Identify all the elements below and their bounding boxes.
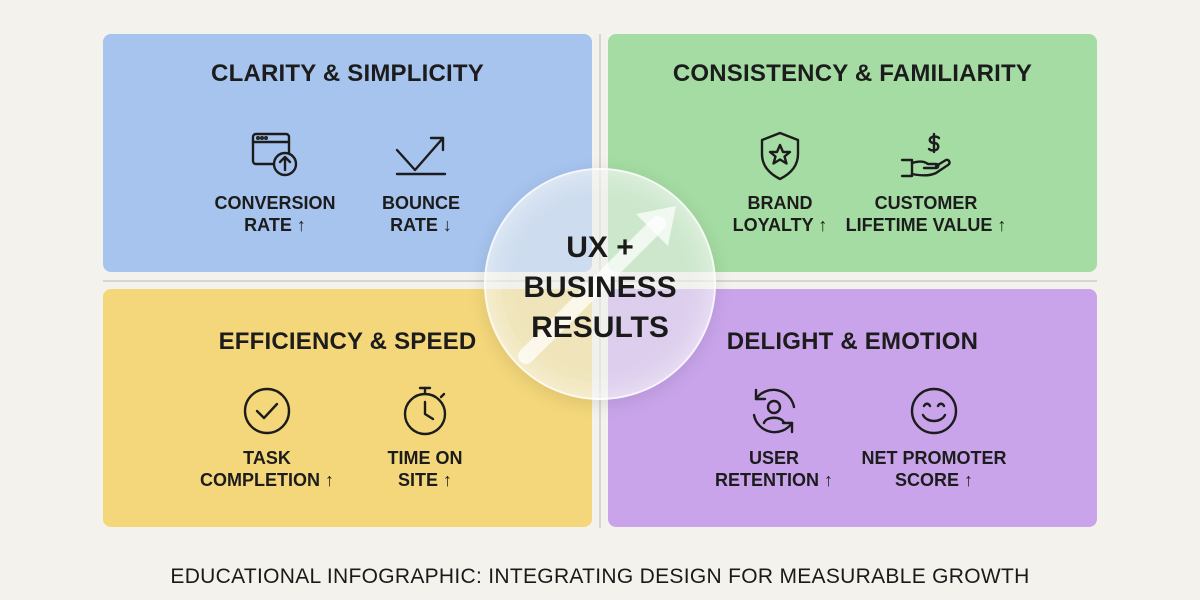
trend-up-arrow-icon <box>486 170 718 402</box>
metric-customer-lifetime-value: CUSTOMER LIFETIME VALUE ↑ <box>836 130 1016 236</box>
metric-label: TIME ON SITE ↑ <box>387 448 463 490</box>
quadrant-title: CONSISTENCY & FAMILIARITY <box>672 60 1033 87</box>
smiley-icon <box>906 385 962 437</box>
metric-brand-loyalty: BRAND LOYALTY ↑ <box>690 130 870 236</box>
metric-conversion-rate: CONVERSION RATE ↑ <box>185 130 365 236</box>
metric-time-on-site: TIME ON SITE ↑ <box>335 385 515 491</box>
center-title-line: UX + BUSINESS RESULTS <box>523 231 677 344</box>
shield-star-icon <box>752 130 808 182</box>
stopwatch-icon <box>397 385 453 437</box>
hand-dollar-icon <box>898 130 954 182</box>
trend-up-arrow-icon <box>393 130 449 182</box>
metric-net-promoter-score: NET PROMOTER SCORE ↑ <box>844 385 1024 491</box>
center-hub: UX + BUSINESS RESULTS <box>484 168 716 400</box>
quadrant-title: EFFICIENCY & SPEED <box>218 328 477 355</box>
metric-user-retention: USER RETENTION ↑ <box>684 385 864 491</box>
user-cycle-icon <box>746 385 802 437</box>
quadrant-consistency-familiarity: CONSISTENCY & FAMILIARITY BRAND LOYALTY … <box>608 34 1097 272</box>
quadrant-title: DELIGHT & EMOTION <box>726 328 979 355</box>
quadrant-title: CLARITY & SIMPLICITY <box>211 60 484 87</box>
footer-caption: EDUCATIONAL INFOGRAPHIC: INTEGRATING DES… <box>170 565 1030 588</box>
center-title: UX + BUSINESS RESULTS <box>486 228 714 348</box>
metric-label: BRAND LOYALTY ↑ <box>732 193 828 235</box>
metric-label: BOUNCE RATE ↓ <box>381 193 460 235</box>
metric-label: USER RETENTION ↑ <box>714 448 833 490</box>
metric-task-completion: TASK COMPLETION ↑ <box>177 385 357 491</box>
metric-label: TASK COMPLETION ↑ <box>200 448 334 490</box>
metric-label: CUSTOMER LIFETIME VALUE ↑ <box>845 193 1007 235</box>
browser-upload-icon <box>247 130 303 182</box>
metric-label: NET PROMOTER SCORE ↑ <box>861 448 1007 490</box>
metric-bounce-rate: BOUNCE RATE ↓ <box>331 130 511 236</box>
check-circle-icon <box>239 385 295 437</box>
metric-label: CONVERSION RATE ↑ <box>214 193 336 235</box>
